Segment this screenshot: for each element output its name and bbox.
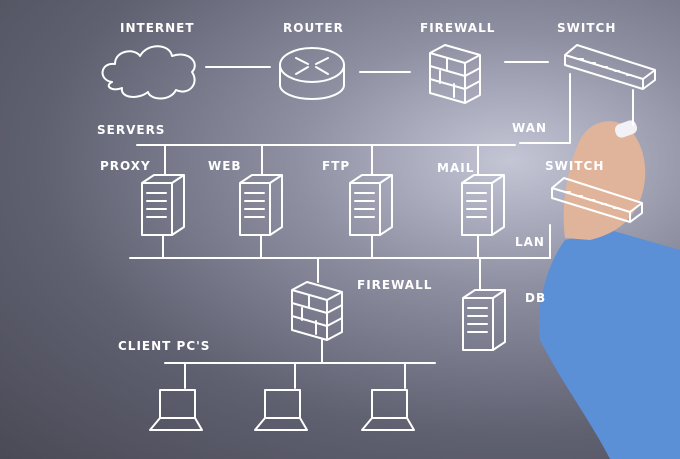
internet-cloud-icon	[101, 45, 196, 100]
mail-label: MAIL	[437, 161, 474, 175]
web-server-icon	[239, 174, 283, 236]
switch-top-icon	[564, 44, 656, 90]
router-icon	[279, 47, 345, 100]
client-drops	[184, 362, 406, 389]
router-label: ROUTER	[283, 21, 344, 35]
ftp-label: FTP	[322, 159, 350, 173]
proxy-label: PROXY	[100, 159, 151, 173]
wan-link	[519, 73, 571, 144]
client-laptop-icon	[254, 389, 308, 431]
servers-label: SERVERS	[97, 123, 165, 137]
client-laptop-icon	[149, 389, 203, 431]
lan-label: LAN	[515, 235, 545, 249]
internet-label: INTERNET	[120, 21, 195, 35]
wan-label: WAN	[512, 121, 547, 135]
client-laptop-icon	[361, 389, 415, 431]
db-label: DB	[525, 291, 546, 305]
firewall-bottom-icon	[291, 281, 343, 341]
db-server-icon	[462, 289, 506, 351]
proxy-server-icon	[141, 174, 185, 236]
web-label: WEB	[208, 159, 242, 173]
firewall-bottom-label: FIREWALL	[357, 278, 432, 292]
switch-top-label: SWITCH	[557, 21, 616, 35]
server-drops	[164, 144, 479, 176]
mail-server-icon	[461, 174, 505, 236]
lan-drops	[317, 257, 481, 291]
switch-lan-label: SWITCH	[545, 159, 604, 173]
client-pcs-label: CLIENT PC'S	[118, 339, 210, 353]
firewall-top-icon	[429, 44, 481, 104]
ftp-server-icon	[349, 174, 393, 236]
firewall-top-label: FIREWALL	[420, 21, 495, 35]
server-lan-drops	[162, 234, 479, 258]
